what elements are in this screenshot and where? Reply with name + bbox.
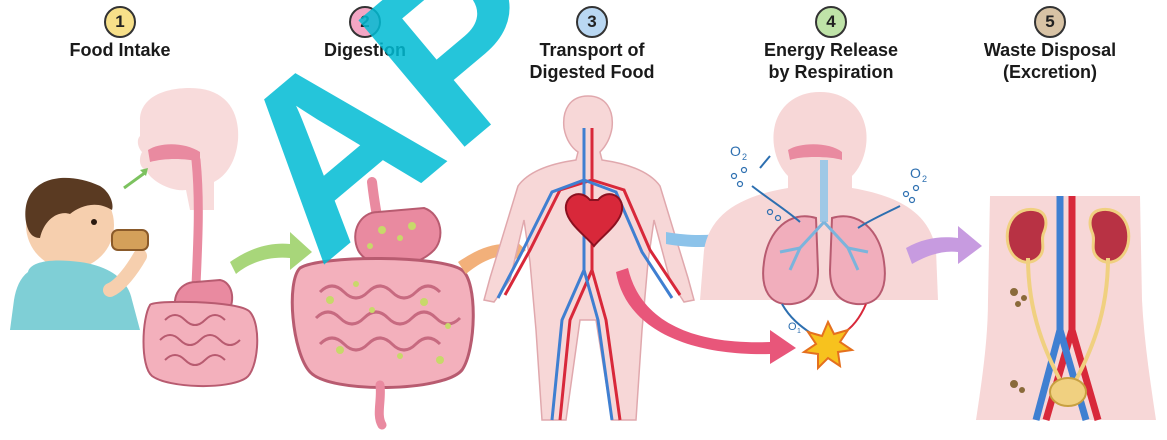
bladder	[1050, 378, 1086, 406]
energy-burst	[804, 322, 852, 368]
child-arm	[110, 256, 140, 290]
esophagus-1	[196, 160, 198, 285]
o2-arrow-out	[760, 156, 770, 168]
sandwich	[112, 230, 148, 250]
o1-label-sub: 1	[797, 328, 801, 335]
o2-label-right: O	[910, 165, 921, 181]
o2-label-left: O	[730, 143, 741, 159]
o2-label-left-sub: 2	[742, 152, 747, 162]
body-silhouette-4	[700, 92, 938, 300]
child-eye	[91, 219, 97, 225]
right-kidney	[1090, 209, 1129, 262]
child-body	[10, 260, 140, 330]
intestines-1	[144, 302, 258, 386]
left-kidney	[1007, 209, 1046, 262]
panel-respiration: O 2 O 2 O 1	[700, 92, 938, 368]
intake-arrow	[124, 172, 146, 188]
panel-excretion	[976, 196, 1156, 420]
rectum-2	[379, 385, 382, 425]
o2-label-right-sub: 2	[922, 174, 927, 184]
o1-label: O	[788, 321, 797, 333]
lung-to-cell-arrow-right	[842, 304, 866, 334]
